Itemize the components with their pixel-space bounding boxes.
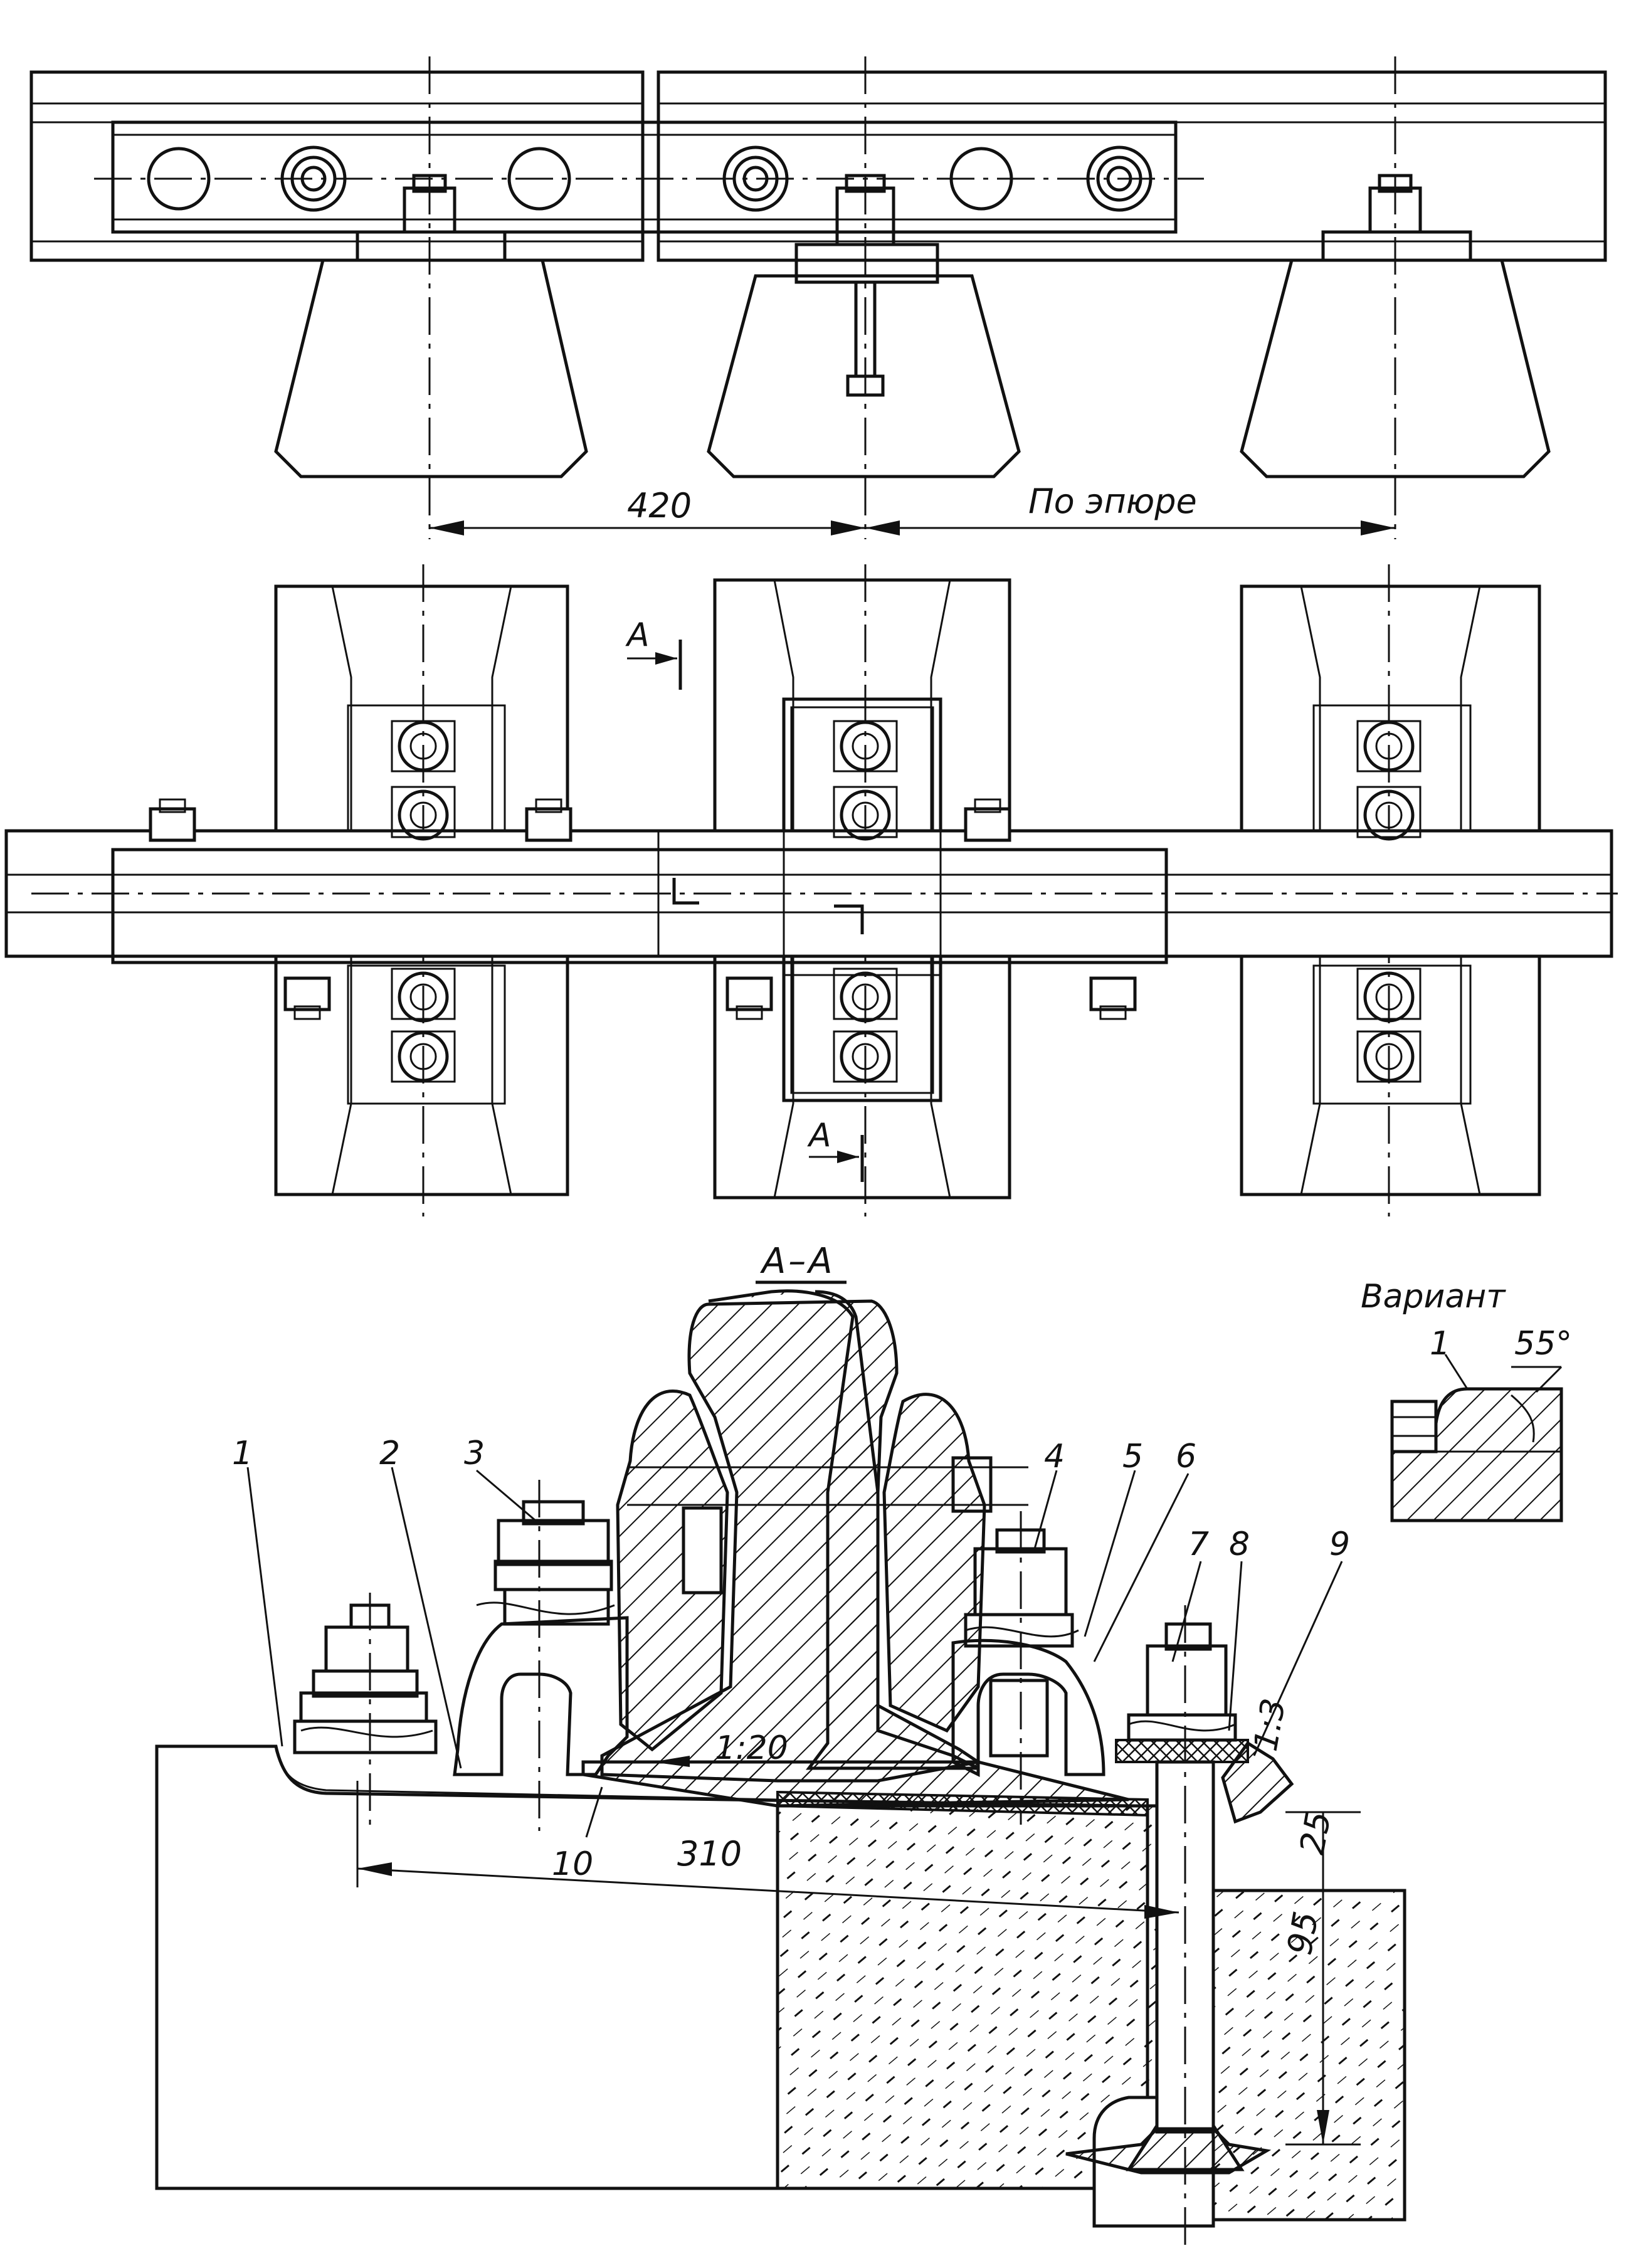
- callout-7: 7: [1188, 1526, 1209, 1563]
- callout-8: 8: [1229, 1526, 1250, 1563]
- section-marker-a-bottom: А: [807, 1117, 864, 1182]
- dimension-po-epyure: По эпюре: [1028, 482, 1197, 521]
- section-marker-a-top: А: [625, 616, 682, 690]
- callout-10: 10: [552, 1845, 593, 1883]
- variant-title: Вариант: [1361, 1278, 1506, 1316]
- side-elevation-view: 420 По эпюре: [29, 56, 1607, 539]
- anchor-bolt-section: [1065, 1605, 1294, 2251]
- svg-text:А: А: [625, 616, 650, 654]
- svg-text:1:3: 1:3: [1247, 1696, 1294, 1754]
- callout-leaders: [246, 1467, 1343, 1838]
- clamp-left-section: [453, 1480, 629, 1831]
- joint-bolt-section: [627, 1456, 1028, 1513]
- svg-text:А: А: [807, 1117, 831, 1154]
- callout-2: 2: [379, 1435, 400, 1472]
- callout-numbers: 1 2 3 4 5 6 7 8 9 10: [232, 1435, 1350, 1883]
- rail-cross-section: [600, 1289, 983, 1783]
- svg-text:1:20: 1:20: [715, 1729, 788, 1767]
- callout-3: 3: [464, 1435, 485, 1472]
- section-title: А–А: [760, 1241, 835, 1282]
- svg-text:25: 25: [1292, 1808, 1339, 1858]
- sleeper-side-left: [274, 56, 588, 539]
- joint-bolt-nuts: [280, 145, 1153, 212]
- rail-right-side: [657, 70, 1607, 262]
- svg-text:95: 95: [1280, 1909, 1326, 1958]
- svg-text:310: 310: [677, 1834, 742, 1874]
- sleeper-side-right: [1240, 56, 1551, 539]
- variant-angle: 55°: [1514, 1325, 1572, 1363]
- dimension-line-spacing: 420 По эпюре: [430, 482, 1395, 535]
- section-a-a-view: А–А: [155, 1241, 1406, 2251]
- dimension-310: 310: [356, 1781, 1179, 1919]
- dimension-95-25: 95 25: [1280, 1808, 1361, 2146]
- joint-bar-right-section: [882, 1393, 986, 1733]
- sleeper-side-center: [707, 56, 1021, 539]
- callout-4: 4: [1044, 1438, 1065, 1475]
- joint-bar-left-section: [616, 1390, 729, 1752]
- callout-1: 1: [232, 1435, 253, 1472]
- clamp-outer-left-section: [293, 1593, 438, 1831]
- slope-labels: 1:20 1:3: [652, 1696, 1293, 1767]
- clamp-right-section: [951, 1511, 1105, 1825]
- plan-view: А А: [4, 564, 1618, 1216]
- callout-6: 6: [1176, 1438, 1196, 1475]
- joint-bar-side: [111, 120, 1178, 234]
- rail-plan: [4, 829, 1618, 976]
- joint-bolt-holes: [147, 147, 1013, 211]
- callout-9: 9: [1329, 1526, 1350, 1563]
- dimension-420: 420: [627, 486, 692, 525]
- plan-joint-bolts: [149, 798, 1137, 1020]
- variant-callout-1: 1: [1430, 1325, 1450, 1363]
- plan-clip-nuts: [391, 720, 1422, 1083]
- variant-detail: Вариант 1 55°: [1361, 1278, 1572, 1522]
- callout-5: 5: [1122, 1438, 1143, 1475]
